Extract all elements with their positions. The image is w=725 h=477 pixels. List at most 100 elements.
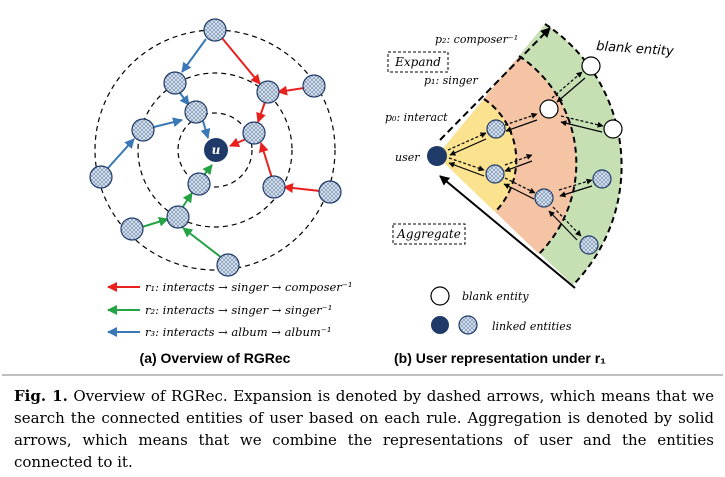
blue-arrow bbox=[200, 120, 211, 139]
ring-outer bbox=[94, 29, 336, 271]
expand-box bbox=[387, 51, 449, 73]
arc-middle bbox=[518, 55, 578, 255]
entity-node bbox=[187, 172, 211, 196]
user-label: user bbox=[395, 151, 420, 164]
entity-node bbox=[184, 100, 208, 124]
figure-caption-label: Fig. 1. bbox=[14, 387, 68, 405]
blue-arrows bbox=[107, 38, 211, 169]
legend-rule-r1: r₁: bbox=[145, 280, 163, 294]
entity-node bbox=[131, 118, 155, 142]
aggregation-arrow bbox=[448, 162, 485, 177]
p1-label: p₁: singer bbox=[424, 74, 478, 87]
aggregate-arrow bbox=[439, 175, 576, 289]
expansion-arrow bbox=[447, 132, 487, 151]
blue-arrow bbox=[181, 38, 207, 73]
blank-node bbox=[603, 119, 623, 139]
entity-node bbox=[262, 175, 286, 199]
red-arrow bbox=[256, 101, 266, 123]
handwritten-blank-entity: blank entity bbox=[596, 39, 675, 59]
entity-node bbox=[486, 119, 506, 139]
legend-text-r1: r₁: interacts → singer → composer⁻¹ bbox=[145, 280, 352, 294]
user-node bbox=[204, 138, 228, 162]
expansion-arrow bbox=[504, 177, 536, 194]
red-arrow bbox=[283, 183, 321, 193]
p0-label: p₀: interact bbox=[385, 111, 448, 124]
arc-outer bbox=[544, 23, 623, 286]
green-arrows bbox=[141, 164, 223, 259]
aggregation-arrow bbox=[548, 210, 578, 241]
panel-a-caption: (a) Overview of RGRec bbox=[140, 350, 291, 366]
entity-nodes bbox=[89, 18, 342, 277]
green-arrow bbox=[182, 227, 223, 259]
blank-node bbox=[581, 56, 601, 76]
aggregation-arrow bbox=[560, 120, 603, 133]
blue-arrow bbox=[179, 92, 190, 106]
aggregation-arrows bbox=[448, 77, 603, 241]
red-arrow bbox=[258, 142, 273, 179]
red-arrow bbox=[229, 137, 247, 147]
expansion-arrow bbox=[504, 112, 538, 126]
legend-rule-r3: r₃: bbox=[145, 325, 163, 339]
entity-node bbox=[242, 121, 266, 145]
entity-node bbox=[120, 217, 144, 241]
blank-entity-nodes bbox=[539, 56, 623, 139]
ring-inner bbox=[177, 112, 253, 188]
blue-arrow bbox=[149, 117, 183, 129]
entity-node bbox=[163, 71, 187, 95]
expansion-arrow bbox=[552, 206, 582, 237]
aggregation-arrow bbox=[503, 183, 535, 200]
red-arrows bbox=[221, 37, 321, 193]
expansion-arrow bbox=[551, 71, 583, 99]
entity-node bbox=[318, 180, 342, 204]
aggregate-label: Aggregate bbox=[396, 227, 461, 241]
user-node-label: u bbox=[212, 143, 221, 157]
legend-linked-label: linked entities bbox=[492, 320, 572, 333]
expansion-arrow bbox=[558, 178, 593, 191]
panel-b-caption: (b) User representation under r₁ bbox=[394, 350, 606, 366]
figure-caption: Fig. 1. Overview of RGRec. Expansion is … bbox=[14, 385, 714, 473]
legend-text-r2: r₂: interacts → singer → singer⁻¹ bbox=[145, 303, 332, 317]
legend-path-r3: interacts → album → album⁻¹ bbox=[163, 325, 332, 339]
legend-rule-r2: r₂: bbox=[145, 303, 163, 317]
expansion-arrows bbox=[447, 71, 604, 237]
legend-path-r2: interacts → singer → singer⁻¹ bbox=[163, 303, 333, 317]
rule-legend: r₁: interacts → singer → composer⁻¹ r₂: … bbox=[107, 280, 352, 339]
legend-blank-label: blank entity bbox=[462, 290, 529, 303]
linked-entity-nodes bbox=[485, 119, 612, 255]
green-arrow bbox=[181, 192, 193, 209]
green-arrow bbox=[202, 164, 213, 176]
blank-node bbox=[539, 99, 559, 119]
entity-node bbox=[166, 205, 190, 229]
legend-user-node bbox=[431, 316, 449, 334]
legend-text-r3: r₃: interacts → album → album⁻¹ bbox=[145, 325, 331, 339]
green-arrow bbox=[141, 216, 169, 228]
red-arrow bbox=[221, 37, 261, 85]
aggregation-arrow bbox=[505, 119, 538, 133]
expansion-arrow bbox=[448, 157, 485, 172]
red-arrow bbox=[277, 85, 305, 96]
entity-node bbox=[216, 253, 240, 277]
ring-middle bbox=[137, 72, 293, 228]
entity-node bbox=[534, 188, 554, 208]
blue-arrow bbox=[107, 138, 135, 169]
expand-arrow bbox=[439, 27, 551, 141]
band-boundaries bbox=[483, 23, 623, 286]
entity-node bbox=[256, 80, 280, 104]
arc-inner bbox=[483, 98, 518, 213]
aggregate-box bbox=[392, 223, 466, 245]
aggregation-arrow bbox=[559, 185, 593, 198]
orbit-rings bbox=[94, 29, 336, 271]
p2-label: p₂: composer⁻¹ bbox=[435, 33, 518, 46]
aggregation-arrow bbox=[556, 77, 586, 103]
entity-node bbox=[592, 169, 612, 189]
panel-b: user p₀: interact p₁: singer p₂: compose… bbox=[385, 23, 675, 366]
expansion-arrow bbox=[560, 115, 604, 128]
aggregation-arrow bbox=[449, 138, 487, 156]
expand-label: Expand bbox=[394, 55, 441, 69]
entity-node bbox=[485, 164, 505, 184]
entity-node bbox=[302, 74, 326, 98]
user-node bbox=[427, 146, 447, 166]
figure-caption-text: Overview of RGRec. Expansion is denoted … bbox=[14, 387, 714, 471]
legend-blank-node bbox=[430, 286, 450, 306]
